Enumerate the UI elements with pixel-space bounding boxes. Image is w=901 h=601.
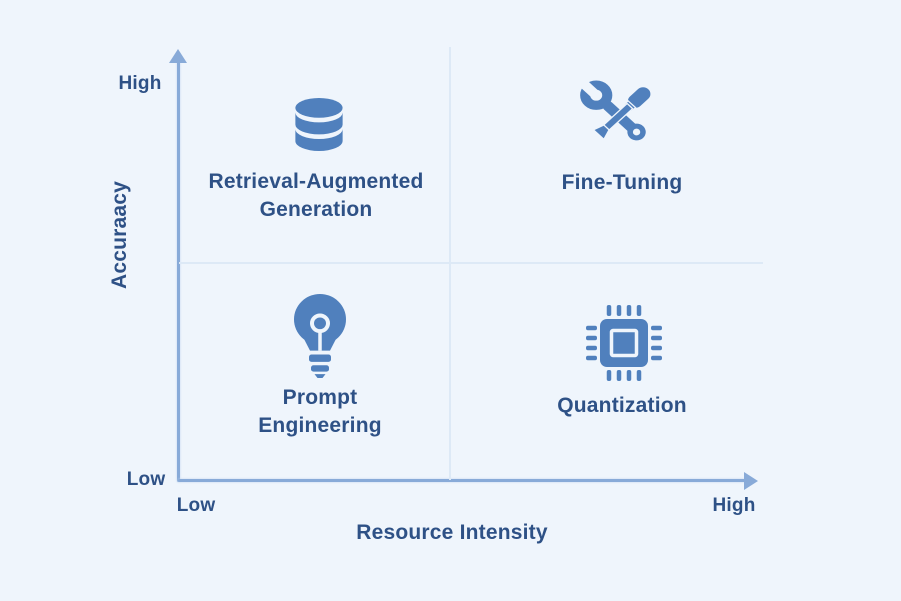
quadrant-label-line: Quantization [557, 394, 687, 417]
y-axis-title: Accuraacy [108, 180, 131, 290]
horizontal-quadrant-divider [179, 262, 763, 264]
quadrant-label-line: Prompt [282, 386, 358, 409]
quadrant-label-line: Fine-Tuning [561, 171, 683, 194]
quadrant-label-line: Generation [259, 198, 373, 221]
wrench-screwdriver-icon [573, 74, 665, 158]
x-axis-min-tick: Low [176, 495, 216, 516]
y-axis-arrowhead-icon [169, 49, 187, 63]
quadrant-label-retrieval-augmented-generation: Retrieval-Augmented Generation [208, 168, 423, 224]
lightbulb-icon [292, 294, 348, 378]
microchip-icon [582, 301, 666, 385]
y-axis-max-tick: High [118, 73, 162, 94]
x-axis-title: Resource Intensity [356, 521, 548, 544]
x-axis-line [178, 479, 746, 482]
y-axis-min-tick: Low [126, 469, 166, 490]
y-axis-line [177, 60, 180, 482]
quadrant-label-quantization: Quantization [557, 392, 687, 420]
quadrant-label-line: Retrieval-Augmented [208, 170, 424, 193]
quadrant-label-fine-tuning: Fine-Tuning [562, 169, 683, 197]
x-axis-arrowhead-icon [744, 472, 758, 490]
x-axis-max-tick: High [712, 495, 756, 516]
quadrant-label-line: Engineering [258, 414, 382, 437]
database-icon [292, 98, 346, 153]
quadrant-label-prompt-engineering: Prompt Engineering [258, 384, 382, 440]
